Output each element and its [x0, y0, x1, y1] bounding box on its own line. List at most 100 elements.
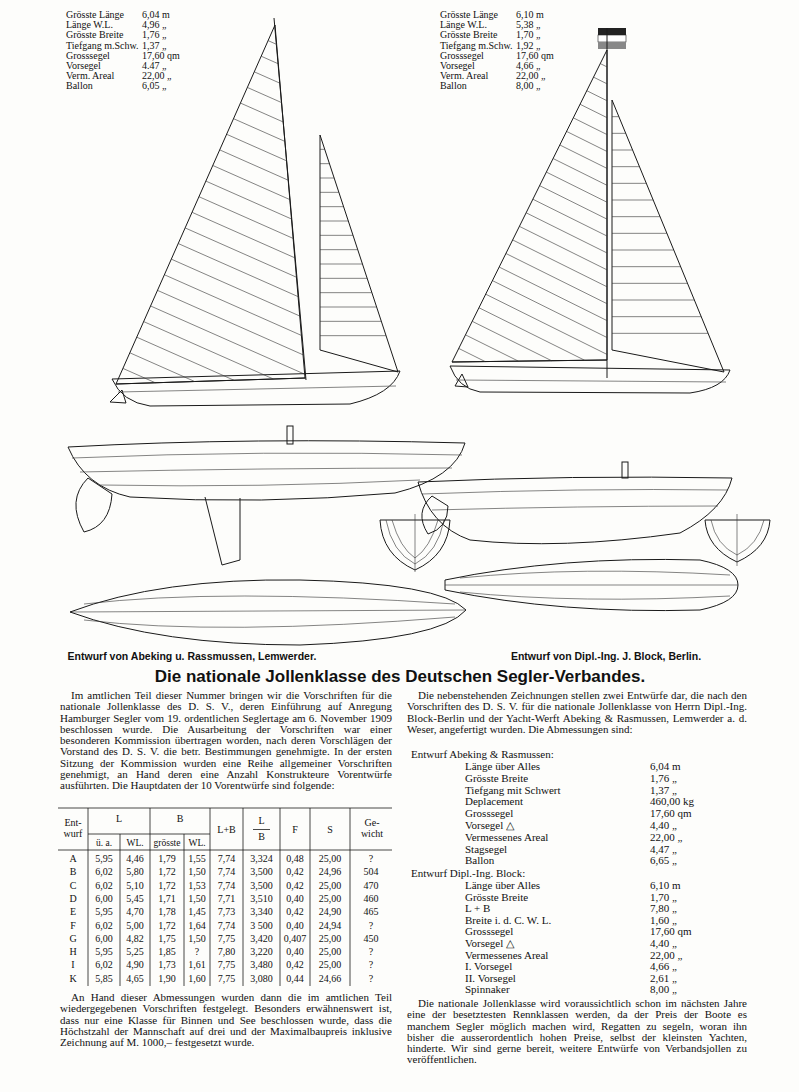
spec-value: 17,60 qm [650, 807, 692, 820]
mast-stub [287, 426, 293, 444]
page-title: Die nationale Jollenklasse des Deutschen… [155, 667, 645, 687]
table-cell: 7,74 [211, 920, 242, 932]
table-cell: 1,50 [185, 933, 209, 945]
spec-name: Verm. Areal [66, 70, 114, 82]
sail-seam [240, 103, 283, 122]
spec-name: II. Vorsegel [465, 972, 516, 985]
spec-name: Ballon [465, 854, 494, 867]
table-cell: 7,74 [211, 853, 242, 865]
table-cell: ? [351, 920, 391, 932]
sail-seam [320, 206, 344, 207]
body-plan [705, 520, 770, 562]
table-cell: 1,72 [151, 920, 183, 932]
sail-seam [320, 149, 325, 150]
spec-value: 8,00 „ [650, 983, 677, 996]
table-cell: 7,71 [211, 893, 242, 905]
table-cell: ? [351, 973, 391, 985]
sail-seam [526, 213, 607, 253]
spec-name: Ballon [440, 80, 467, 92]
table-cell: I [59, 959, 87, 971]
sail-seam [546, 172, 607, 202]
paragraph: Im amtlichen Teil dieser Nummer bringen … [60, 690, 392, 792]
spec-name: Spinnaker [465, 983, 510, 996]
body-plan-sections [711, 514, 764, 566]
table-cell: ? [351, 959, 391, 971]
table-cell: 3,500 [244, 866, 279, 878]
table-cell: 1,50 [185, 866, 209, 878]
table-cell: 4,82 [121, 933, 149, 945]
table-cell: 3,080 [244, 973, 279, 985]
spec-value: 22,00 „ [142, 70, 171, 82]
table-cell: 5,10 [121, 880, 149, 892]
sail-seam [268, 41, 277, 45]
spec-value: 8,00 „ [516, 80, 540, 92]
sail-seam [320, 292, 372, 293]
spec-name: Grosssegel [440, 50, 484, 62]
table-cell: 3,500 [244, 880, 279, 892]
spec-value: 17,60 qm [516, 50, 554, 62]
table-rule [184, 834, 185, 986]
table-cell: 0,42 [281, 906, 309, 918]
table-rule [210, 808, 211, 986]
sail-seam [137, 337, 234, 380]
table-cell: 24,90 [311, 906, 349, 918]
table-cell: 7,75 [211, 959, 242, 971]
table-rules [58, 808, 392, 986]
spec-value: 17,60 qm [142, 50, 180, 62]
sail-seam [612, 116, 619, 117]
table-header: WL. [184, 838, 210, 849]
spec-name: Grösste Breite [66, 29, 124, 41]
sail-seam [206, 181, 292, 219]
sheer-line [72, 453, 462, 458]
sail-seam [612, 233, 667, 234]
sail-seam [247, 87, 281, 102]
table-cell: 0,44 [281, 973, 309, 985]
table-cell: 4,65 [121, 973, 149, 985]
table-header: L [88, 813, 150, 825]
table-cell: 6,00 [89, 893, 119, 905]
spec-value: 6,10 m [650, 879, 681, 892]
table-cell: 1,60 [185, 973, 209, 985]
spec-name: I. Vorsegel [465, 960, 512, 973]
table-cell: 1,55 [185, 853, 209, 865]
table-cell: 5,80 [121, 866, 149, 878]
subheading: Entwurf Abeking & Rasmussen: [411, 748, 554, 761]
sail-seam [587, 91, 607, 101]
table-cell: 0,407 [281, 933, 309, 945]
mast-stub [622, 462, 628, 478]
buttock-line [100, 480, 420, 486]
sail-seam [513, 240, 607, 287]
sail-seam [144, 322, 274, 379]
sail-seam [261, 56, 278, 64]
sheer-line [422, 490, 728, 495]
sail-seam [320, 192, 339, 193]
lines-plan-right [418, 462, 770, 611]
table-cell: 3,324 [244, 853, 279, 865]
spec-value: 6,65 „ [650, 854, 677, 867]
sail-seam [580, 104, 607, 117]
spec-value: 6,05 „ [142, 80, 166, 92]
table-cell: ? [351, 853, 391, 865]
sail-seam [612, 316, 701, 317]
hull-profile [68, 441, 465, 500]
table-cell: G [59, 933, 87, 945]
table-cell: H [59, 946, 87, 958]
spec-name: Ballon [66, 80, 93, 92]
table-cell: 504 [351, 866, 391, 878]
sail-seam [472, 321, 551, 360]
hull-profile [418, 477, 732, 544]
spec-name: Deplacement [465, 795, 523, 808]
spec-name: Grosssegel [465, 807, 513, 820]
table-cell: 1,78 [151, 906, 183, 918]
table-cell: 6,00 [89, 933, 119, 945]
sail-seams [123, 41, 708, 383]
sail-seam [612, 166, 639, 167]
table-rule [58, 850, 392, 851]
spec-value: 5,38 „ [516, 19, 540, 31]
spec-name: Vorsegel △ [465, 819, 514, 832]
waterline [80, 468, 452, 472]
sail-seam [560, 145, 607, 168]
spec-name: L + B [465, 902, 490, 915]
spec-name: Grösste Breite [465, 772, 528, 785]
table-cell: 0,48 [281, 853, 309, 865]
